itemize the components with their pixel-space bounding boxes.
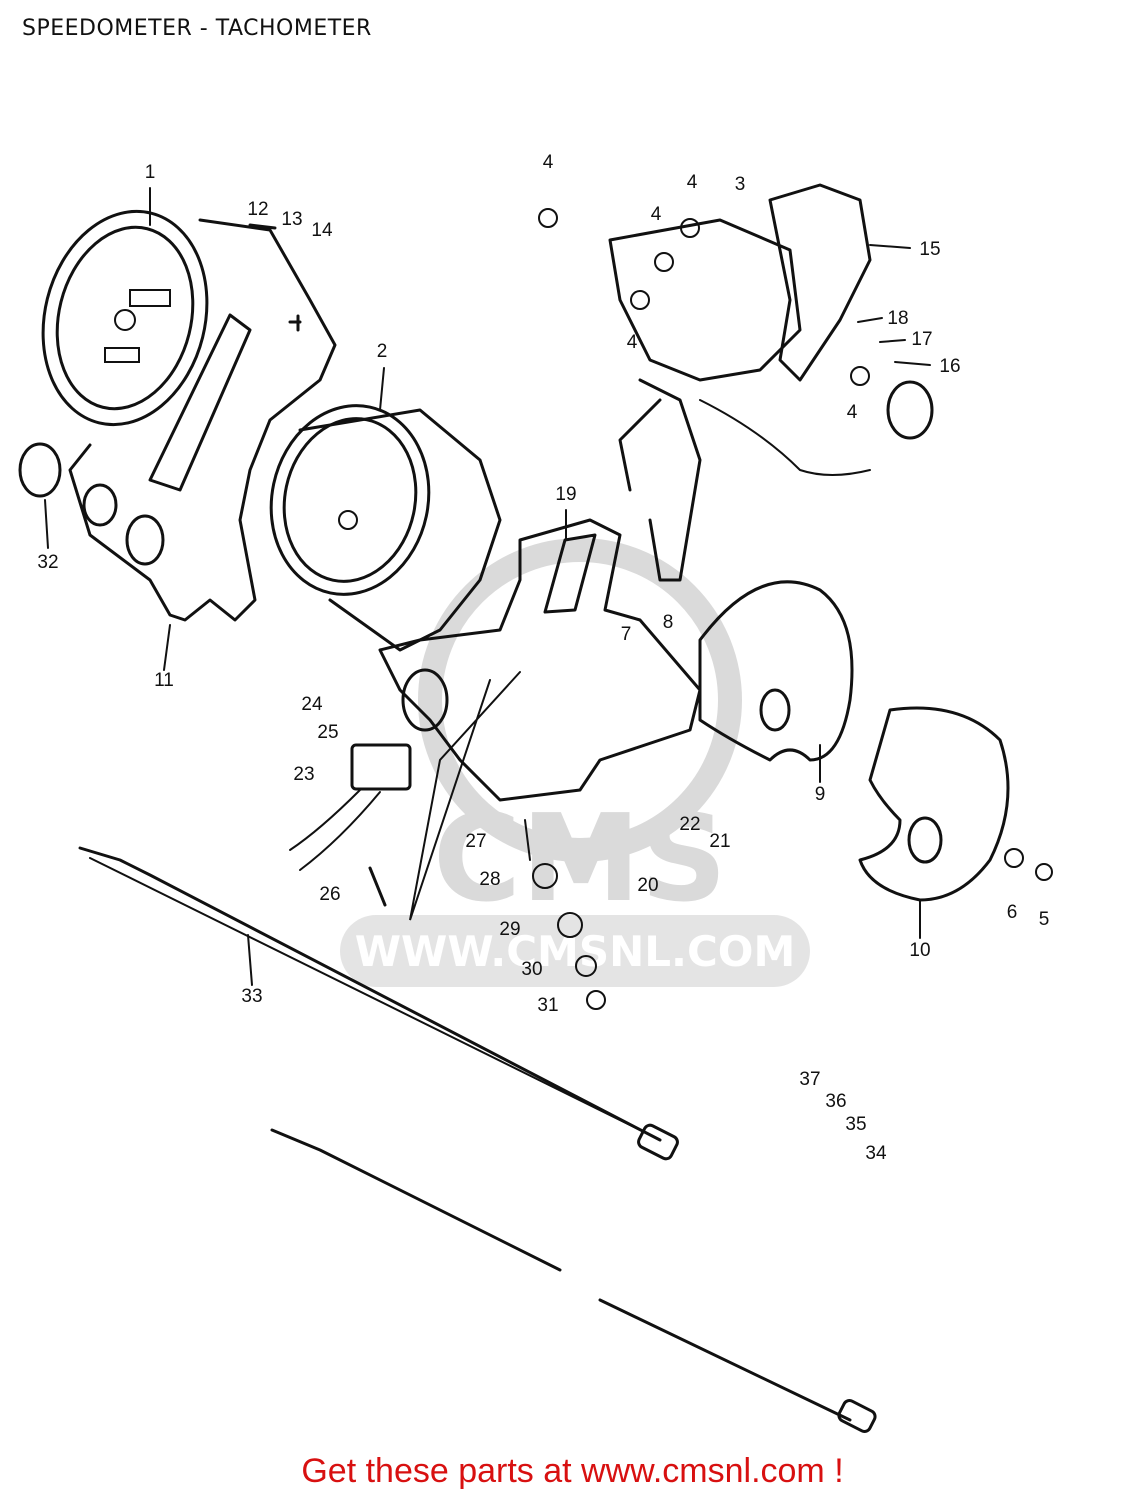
- headlight-cover-drawing: [698, 580, 854, 762]
- exploded-parts-diagram: CMS WWW.CMSNL.COM: [18, 152, 1053, 1433]
- callout-label-37: 37: [799, 1069, 820, 1090]
- callout-leader-17: [879, 339, 906, 343]
- callout-leader-11: [163, 624, 171, 671]
- indicator-cover-drawing: [768, 183, 872, 382]
- callout-label-8: 8: [663, 612, 674, 633]
- callout-label-17: 17: [911, 329, 932, 350]
- callout-label-33: 33: [241, 986, 262, 1007]
- callout-label-21: 21: [709, 831, 730, 852]
- callout-label-12: 12: [247, 199, 268, 220]
- callout-label-7: 7: [621, 624, 632, 645]
- meter-bracket-drawing: [378, 518, 702, 802]
- callout-label-20: 20: [637, 875, 658, 896]
- callout-label-25: 25: [317, 722, 338, 743]
- indicator-light-assembly-drawing: [608, 218, 934, 582]
- callout-leader-15: [869, 244, 911, 249]
- callout-label-27: 27: [465, 831, 486, 852]
- tachometer-cable-drawing: [270, 1128, 877, 1433]
- callout-label-32: 32: [37, 552, 58, 573]
- callout-label-26: 26: [319, 884, 340, 905]
- callout-label-4a: 4: [543, 152, 554, 173]
- callout-label-4e: 4: [847, 402, 858, 423]
- callout-leader-16: [894, 361, 931, 366]
- callout-label-3: 3: [735, 174, 746, 195]
- callout-label-31: 31: [537, 995, 558, 1016]
- watermark-logo-text: CMS: [433, 790, 727, 929]
- speedometer-cable-drawing: [78, 846, 679, 1161]
- speedometer-drawing: [41, 209, 209, 427]
- callout-label-1: 1: [145, 162, 156, 183]
- watermark-url-text: WWW.CMSNL.COM: [355, 927, 796, 976]
- callout-label-28: 28: [479, 869, 500, 890]
- callout-label-4d: 4: [627, 332, 638, 353]
- rear-cover-drawing: [858, 706, 1010, 902]
- callout-label-30: 30: [521, 959, 542, 980]
- callout-label-24: 24: [301, 694, 323, 715]
- footer-parts-link[interactable]: Get these parts at www.cmsnl.com !: [301, 1452, 844, 1490]
- callout-label-9: 9: [815, 784, 826, 805]
- callout-label-22: 22: [679, 814, 700, 835]
- callout-leader-33: [247, 934, 253, 986]
- callout-label-29: 29: [499, 919, 520, 940]
- callout-label-34: 34: [865, 1143, 887, 1164]
- callout-label-19: 19: [555, 484, 576, 505]
- callout-label-15: 15: [919, 239, 940, 260]
- callout-label-4b: 4: [687, 172, 698, 193]
- callout-label-23: 23: [293, 764, 314, 785]
- page-title: SPEEDOMETER - TACHOMETER: [22, 16, 372, 41]
- callout-leader-2: [379, 367, 385, 411]
- callout-label-14: 14: [311, 220, 333, 241]
- callout-label-18: 18: [887, 308, 908, 329]
- callout-label-13: 13: [281, 209, 302, 230]
- tachometer-drawing: [269, 404, 502, 652]
- small-parts-drawing: [18, 208, 1053, 1010]
- callout-label-2: 2: [377, 341, 388, 362]
- callout-label-4c: 4: [651, 204, 662, 225]
- callout-label-6: 6: [1007, 902, 1018, 923]
- callout-label-5: 5: [1039, 909, 1050, 930]
- callout-leader-18: [857, 317, 883, 323]
- callout-label-10: 10: [909, 940, 930, 961]
- callout-label-36: 36: [825, 1091, 846, 1112]
- wire-harness-drawing: [289, 743, 412, 871]
- callout-leader-32: [44, 499, 49, 549]
- meter-cover-drawing: [68, 218, 337, 622]
- callout-label-16: 16: [939, 356, 960, 377]
- callout-label-35: 35: [845, 1114, 866, 1135]
- callout-label-11: 11: [154, 670, 174, 691]
